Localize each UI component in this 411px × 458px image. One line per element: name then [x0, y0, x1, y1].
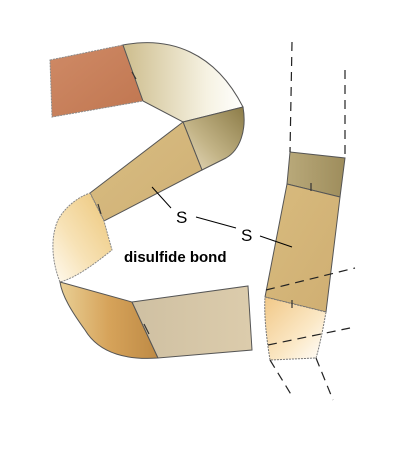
sulfur-connector-right	[259, 235, 293, 248]
ribbon-segment-right-middle	[264, 183, 341, 313]
ribbon-segment-left-fade	[52, 192, 113, 283]
disulfide-bond-line	[195, 216, 237, 229]
dashed-guide-lines	[265, 41, 356, 401]
ribbon-segment-top-tan	[122, 42, 244, 123]
sulfur-label-left: S	[176, 208, 187, 227]
ribbon-segment-bottom-gray	[131, 285, 253, 359]
disulfide-bond-label: disulfide bond	[124, 249, 227, 266]
sulfur-label-right: S	[241, 226, 252, 245]
ribbon-segment-bottom-orange	[59, 281, 159, 359]
ribbon-segment-olive	[182, 106, 245, 171]
ribbon-segment-middle-tan	[89, 121, 203, 222]
sulfur-connector-left	[151, 186, 172, 209]
segment-connectors	[97, 71, 312, 335]
